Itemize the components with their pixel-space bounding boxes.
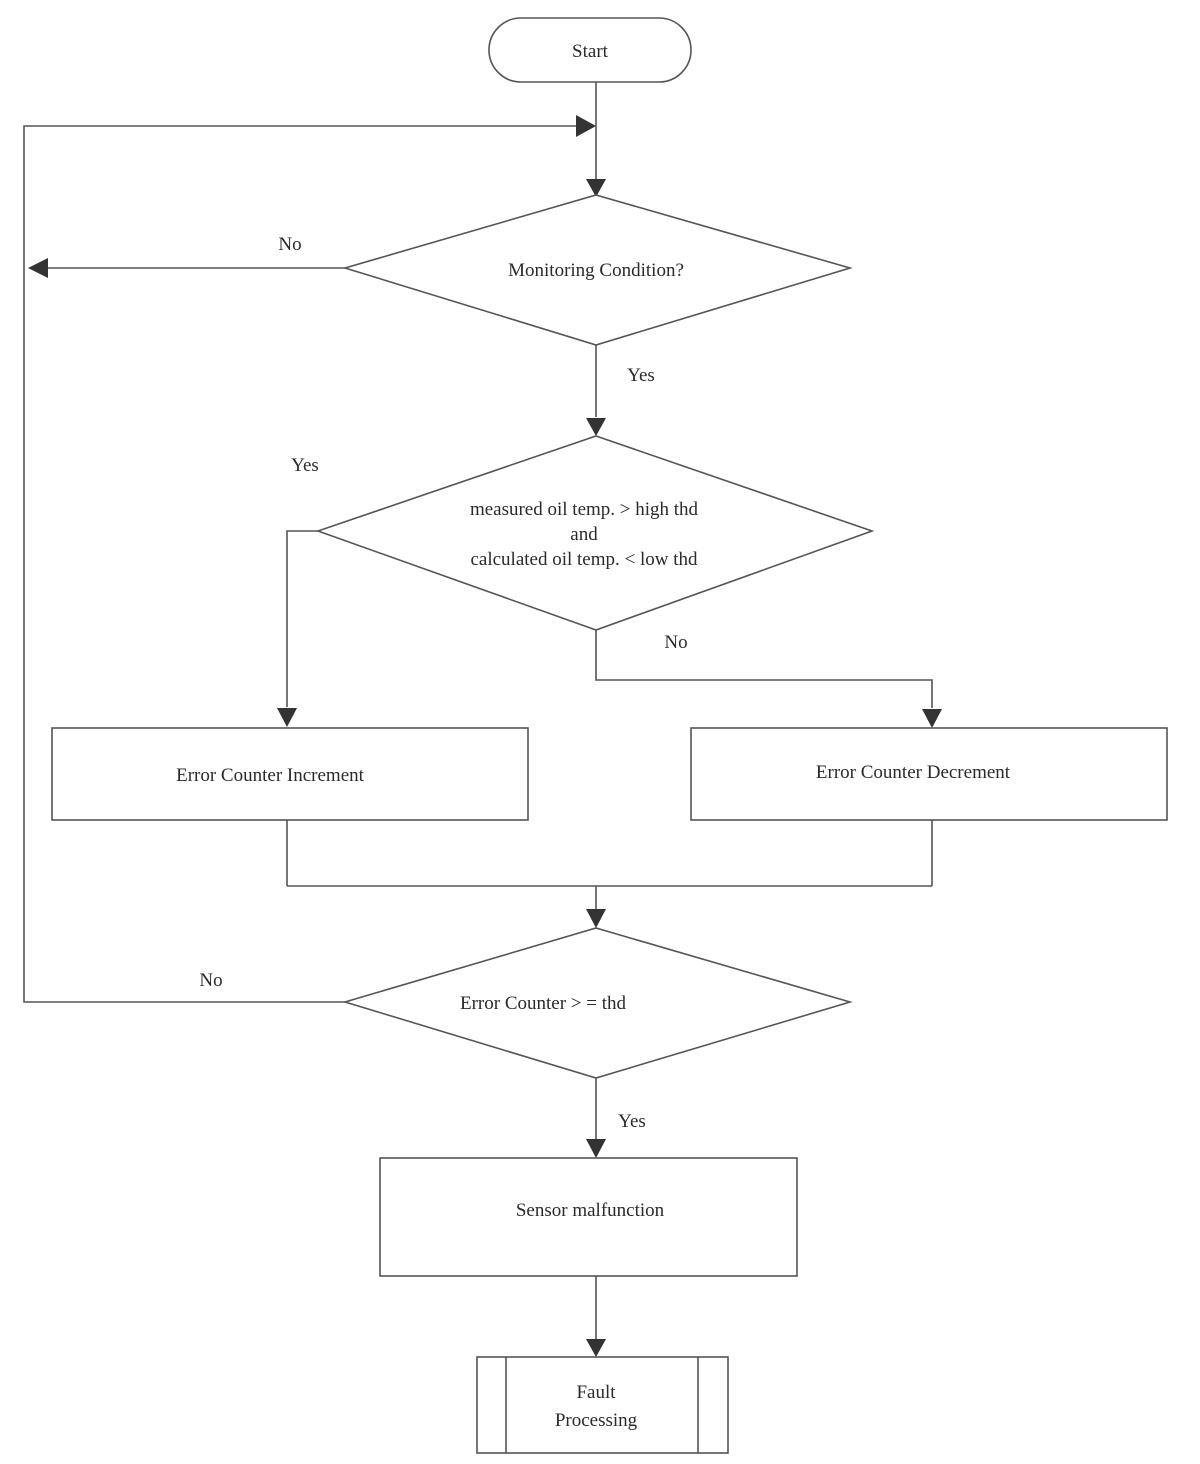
arrowhead-temp-check: [586, 418, 606, 436]
edge-counter-no-loop: [23, 125, 578, 1003]
edge-labels: No Yes Yes No No Yes: [199, 234, 687, 1132]
temperature-diamond: [315, 435, 875, 631]
monitoring-decision: Monitoring Condition?: [342, 194, 853, 346]
start-terminal: [488, 17, 692, 83]
arrowheads: [28, 115, 942, 1357]
temperature-no-label: No: [664, 632, 687, 653]
increment-label: Error Counter Increment: [176, 765, 365, 786]
arrowhead-monitoring: [586, 179, 606, 197]
arrowhead-monitoring-no: [28, 258, 48, 278]
arrowhead-malfunction: [586, 1139, 606, 1158]
arrowhead-increment: [277, 708, 297, 727]
counter-decision: Error Counter > = thd: [342, 927, 853, 1079]
edge-temp-yes: [286, 530, 318, 707]
monitoring-label: Monitoring Condition?: [508, 260, 684, 281]
fault-box: [476, 1356, 729, 1454]
increment-process: Error Counter Increment: [51, 727, 529, 821]
counter-label: Error Counter > = thd: [460, 993, 627, 1014]
arrowhead-loop-in: [576, 115, 596, 137]
counter-yes-label: Yes: [618, 1111, 646, 1132]
temperature-decision: measured oil temp. > high thd and calcul…: [315, 435, 875, 631]
decrement-label: Error Counter Decrement: [816, 762, 1011, 783]
edge-temp-no: [595, 630, 933, 708]
fault-label-line-2: Processing: [555, 1410, 638, 1431]
arrowhead-counter-check: [586, 909, 606, 928]
counter-diamond: [342, 927, 853, 1079]
temperature-label-line-2: and: [570, 524, 598, 545]
fault-subprocess: Fault Processing: [476, 1356, 729, 1454]
arrowhead-decrement: [922, 709, 942, 728]
monitoring-diamond: [342, 194, 853, 346]
connectors: [23, 82, 933, 1340]
malfunction-label: Sensor malfunction: [516, 1200, 665, 1221]
start-label: Start: [572, 41, 609, 62]
increment-box: [51, 727, 529, 821]
fault-label-line-1: Fault: [576, 1382, 616, 1403]
temperature-label-line-3: calculated oil temp. < low thd: [470, 549, 698, 570]
decrement-process: Error Counter Decrement: [690, 727, 1168, 821]
arrowhead-fault: [586, 1339, 606, 1357]
counter-no-label: No: [199, 970, 222, 991]
monitoring-yes-label: Yes: [627, 365, 655, 386]
start-node: Start: [488, 17, 692, 83]
decrement-box: [690, 727, 1168, 821]
malfunction-process: Sensor malfunction: [379, 1157, 798, 1277]
malfunction-box: [379, 1157, 798, 1277]
monitoring-no-label: No: [278, 234, 301, 255]
temperature-yes-label: Yes: [291, 455, 319, 476]
temperature-label-line-1: measured oil temp. > high thd: [470, 499, 699, 520]
